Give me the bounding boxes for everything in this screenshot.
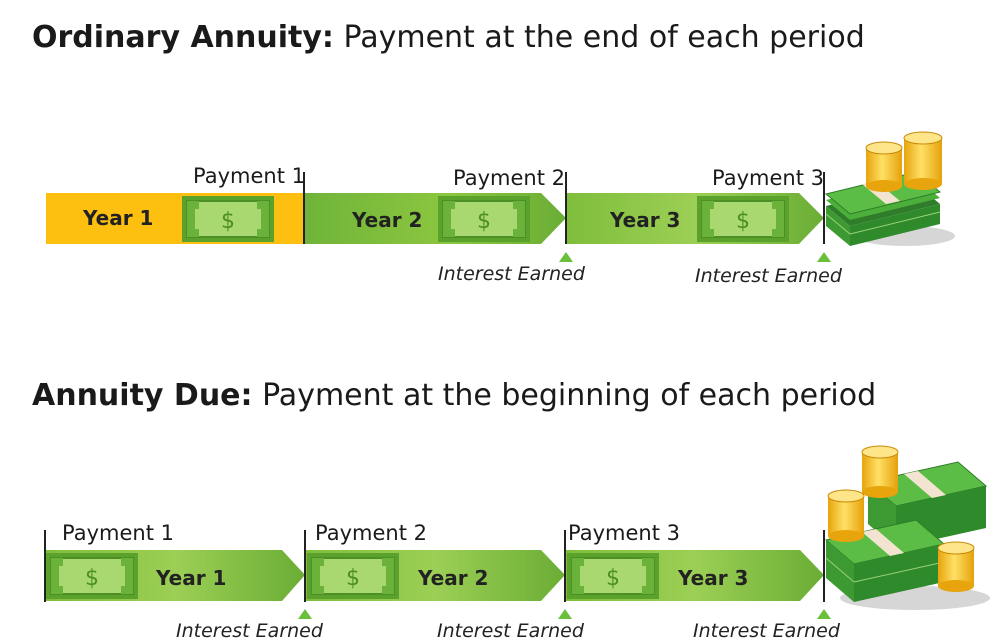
due-payment-2-label: Payment 2 bbox=[315, 521, 427, 545]
due-year-3-label: Year 3 bbox=[678, 566, 749, 590]
due-interest-label-2: Interest Earned bbox=[437, 620, 584, 642]
due-year-1-label: Year 1 bbox=[156, 566, 227, 590]
bill-symbol: $ bbox=[85, 566, 99, 591]
due-timeline: $ $ $ bbox=[44, 530, 831, 619]
interest-marker-icon bbox=[298, 609, 312, 619]
ordinary-timeline: $ $ $ bbox=[46, 172, 831, 262]
ordinary-title-bold: Ordinary Annuity: bbox=[32, 20, 334, 55]
bill-symbol: $ bbox=[606, 566, 620, 591]
coin-stack-icon bbox=[865, 131, 943, 192]
bill-symbol: $ bbox=[736, 209, 750, 234]
ordinary-annuity-title: Ordinary Annuity: Payment at the end of … bbox=[32, 20, 865, 55]
coin-stack-icon bbox=[827, 445, 975, 592]
interest-marker-icon bbox=[817, 609, 831, 619]
ordinary-payment-2-label: Payment 2 bbox=[453, 166, 565, 190]
money-stack-icon bbox=[824, 461, 990, 610]
annuity-due-title: Annuity Due: Payment at the beginning of… bbox=[32, 378, 876, 413]
ordinary-year-2-label: Year 2 bbox=[352, 208, 423, 232]
dollar-bill-icon: $ bbox=[696, 195, 790, 243]
due-payment-1-label: Payment 1 bbox=[62, 521, 174, 545]
ordinary-interest-label-2: Interest Earned bbox=[695, 265, 842, 287]
dollar-bill-icon: $ bbox=[566, 552, 660, 600]
ordinary-title-rest: Payment at the end of each period bbox=[333, 20, 865, 55]
interest-marker-icon bbox=[558, 609, 572, 619]
ordinary-payment-3-label: Payment 3 bbox=[712, 166, 824, 190]
due-payment-3-label: Payment 3 bbox=[568, 521, 680, 545]
bill-symbol: $ bbox=[477, 209, 491, 234]
interest-marker-icon bbox=[817, 252, 831, 262]
due-title-rest: Payment at the beginning of each period bbox=[252, 378, 877, 413]
bill-symbol: $ bbox=[221, 209, 235, 234]
due-title-bold: Annuity Due: bbox=[32, 378, 253, 413]
bill-symbol: $ bbox=[346, 566, 360, 591]
interest-marker-icon bbox=[559, 252, 573, 262]
due-interest-label-3: Interest Earned bbox=[693, 620, 840, 642]
ordinary-interest-label-1: Interest Earned bbox=[438, 263, 585, 285]
dollar-bill-icon: $ bbox=[306, 552, 400, 600]
ordinary-year-1-label: Year 1 bbox=[83, 206, 154, 230]
dollar-bill-icon: $ bbox=[45, 552, 139, 600]
ordinary-payment-1-label: Payment 1 bbox=[193, 164, 305, 188]
ordinary-year-3-label: Year 3 bbox=[610, 208, 681, 232]
due-interest-label-1: Interest Earned bbox=[176, 620, 323, 642]
dollar-bill-icon: $ bbox=[181, 195, 275, 243]
dollar-bill-icon: $ bbox=[437, 195, 531, 243]
due-year-2-label: Year 2 bbox=[418, 566, 489, 590]
